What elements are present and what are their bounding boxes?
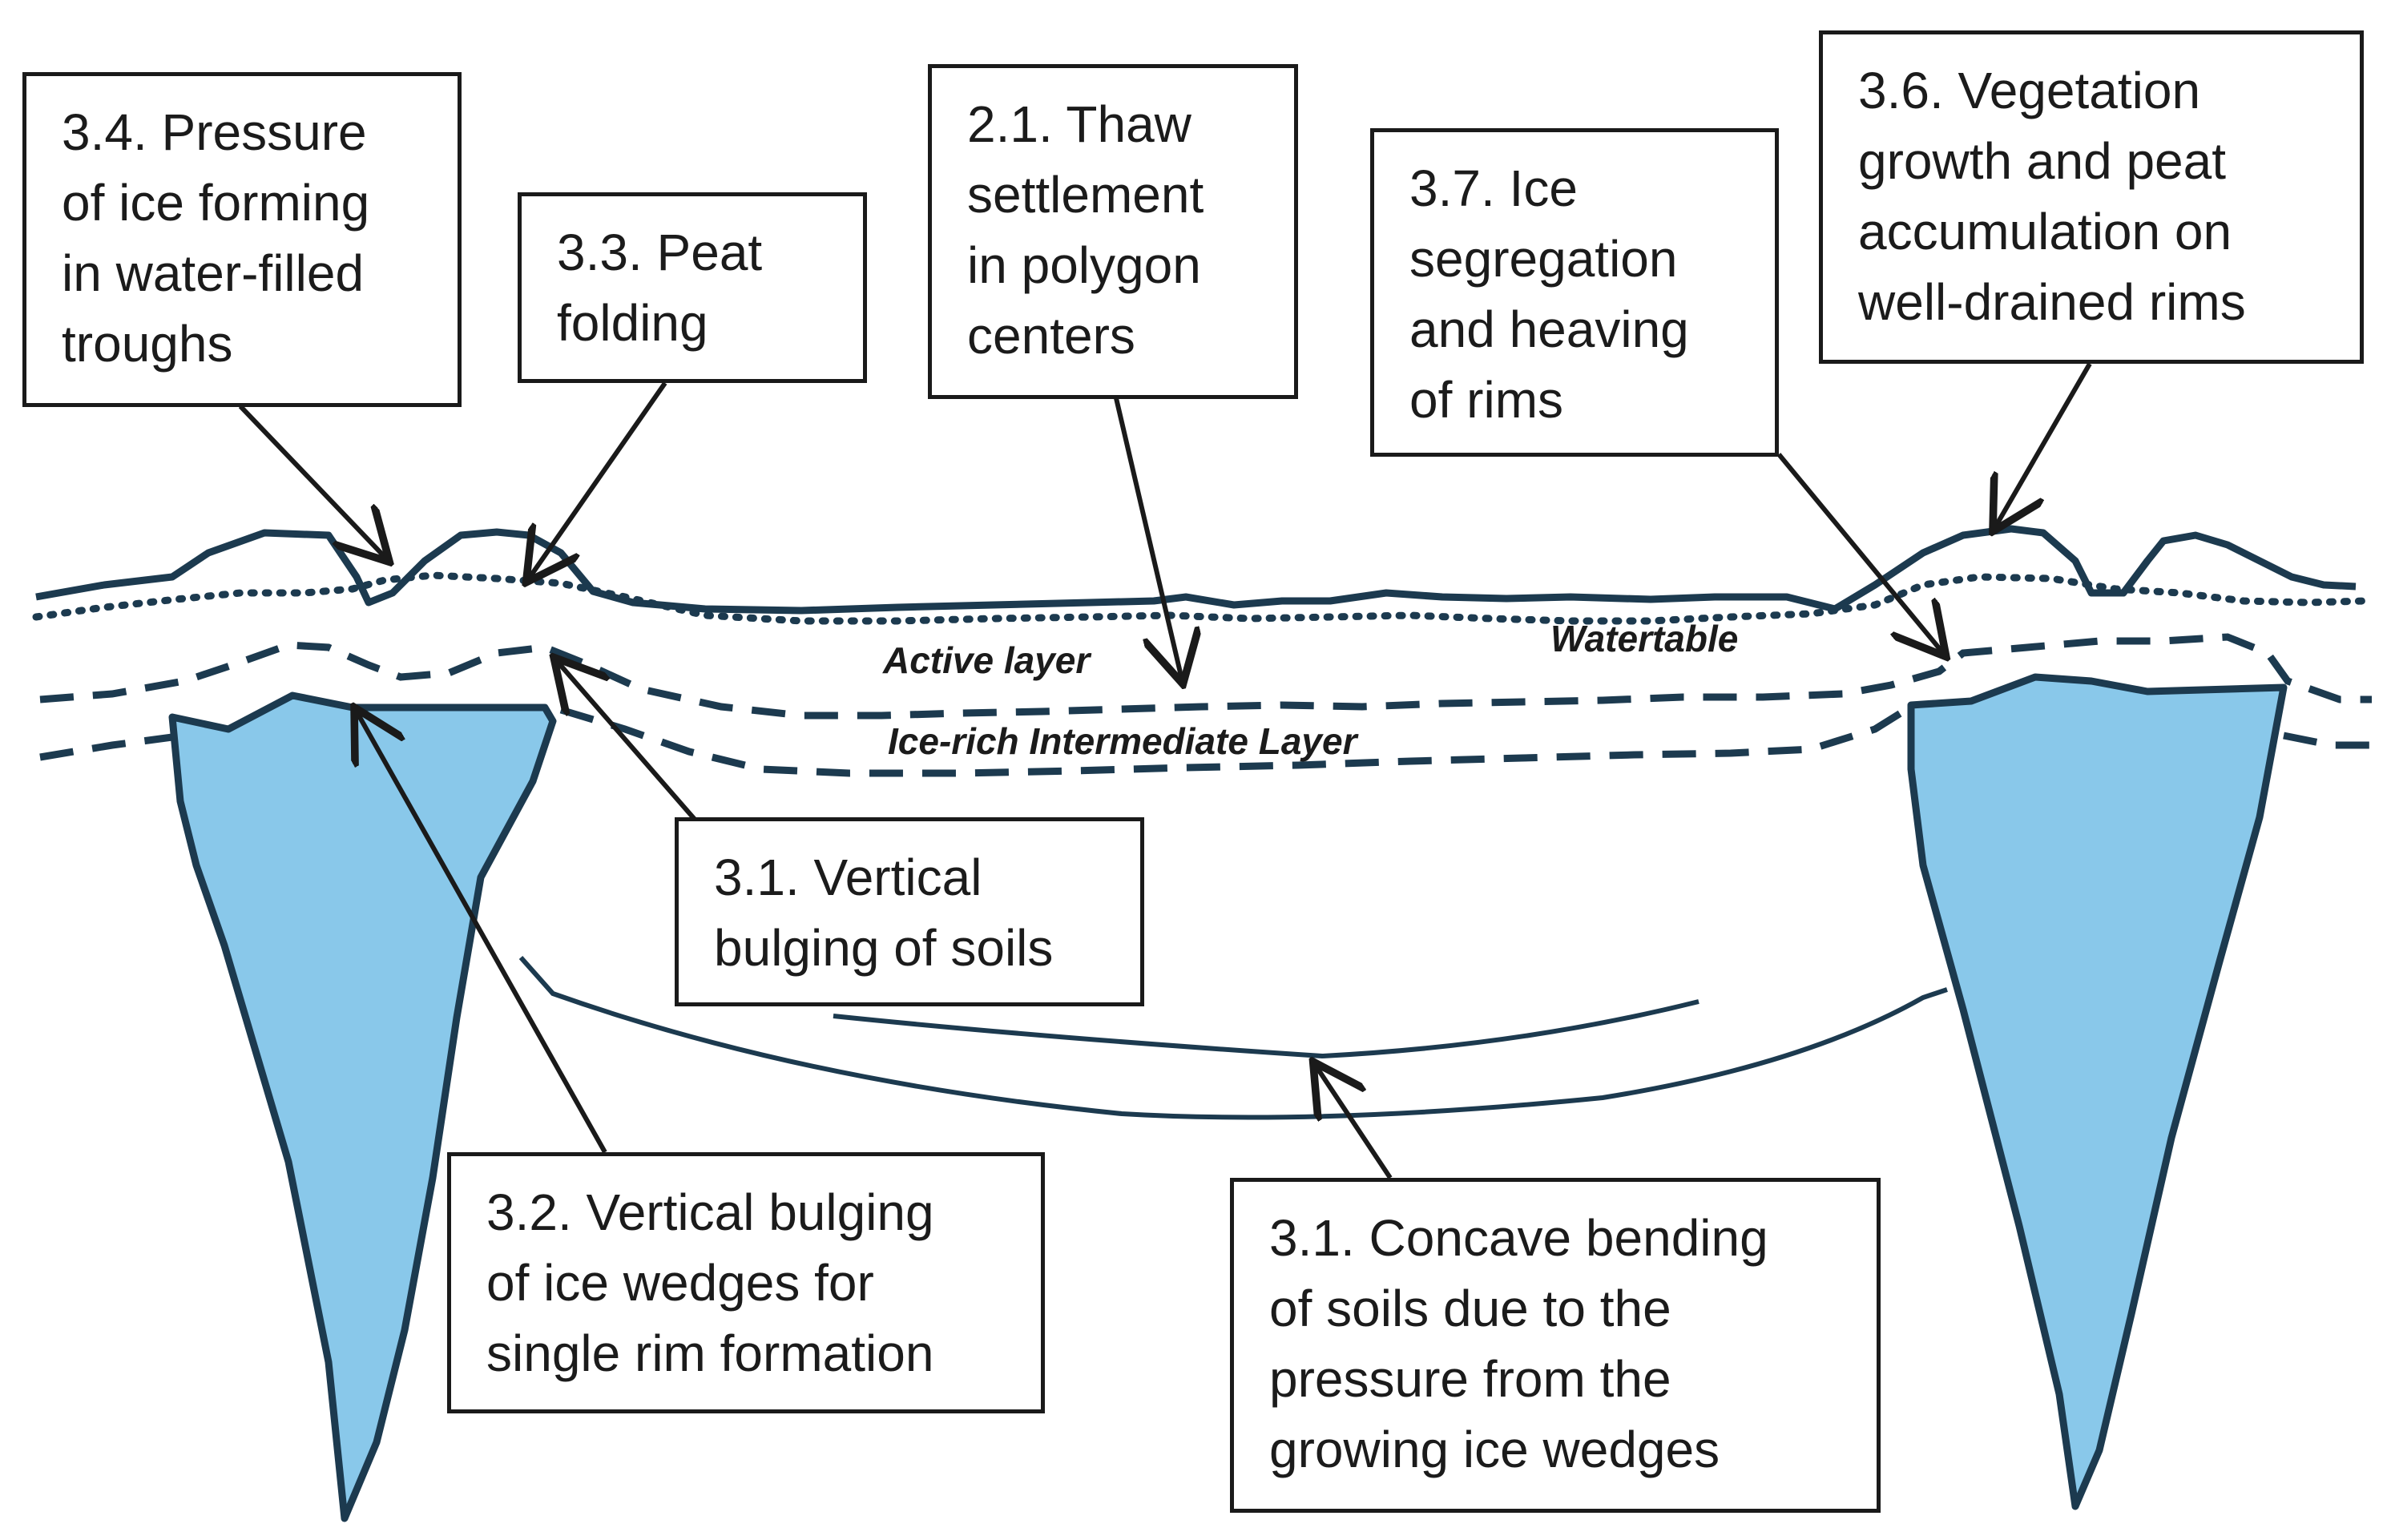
- watertable-line: [32, 571, 2368, 625]
- intermediate-layer-boundary: [39, 706, 2372, 777]
- ground-surface-line: [35, 525, 2357, 615]
- right-ice-wedge: [1907, 673, 2288, 1510]
- callout-thaw-settlement: 2.1. Thaw settlement in polygon centers: [928, 64, 1298, 399]
- callout-concave-bending: 3.1. Concave bending of soils due to the…: [1230, 1178, 1881, 1513]
- callout-ice-segregation: 3.7. Ice segregation and heaving of rims: [1370, 128, 1779, 457]
- arrow-concave-bending: [1316, 1066, 1393, 1179]
- callout-vertical-bulging-wedges: 3.2. Vertical bulging of ice wedges for …: [447, 1152, 1045, 1413]
- watertable-label: Watertable: [1550, 618, 1739, 659]
- active-layer-label: Active layer: [883, 639, 1091, 681]
- arrow-vertical-bulging-soils: [557, 661, 700, 824]
- arrow-ice-pressure: [238, 404, 386, 558]
- callout-ice-pressure: 3.4. Pressure of ice forming in water-fi…: [22, 72, 462, 407]
- arrow-peat-folding: [529, 381, 667, 579]
- concave-soil-curve-inner: [833, 999, 1700, 1059]
- arrow-thaw-settlement: [1114, 397, 1182, 679]
- arrow-vegetation-growth: [1995, 362, 2092, 527]
- arrow-ice-segregation: [1776, 453, 1943, 653]
- concave-soil-curve-outer: [518, 956, 1948, 1120]
- callout-peat-folding: 3.3. Peat folding: [518, 192, 867, 383]
- arrow-vertical-bulging-wedges: [357, 712, 607, 1154]
- active-layer-boundary: [39, 633, 2372, 720]
- callout-vegetation-growth: 3.6. Vegetation growth and peat accumula…: [1819, 30, 2364, 364]
- intermediate-layer-label: Ice-rich Intermediate Layer: [888, 720, 1357, 762]
- callout-vertical-bulging-soils: 3.1. Vertical bulging of soils: [675, 817, 1144, 1006]
